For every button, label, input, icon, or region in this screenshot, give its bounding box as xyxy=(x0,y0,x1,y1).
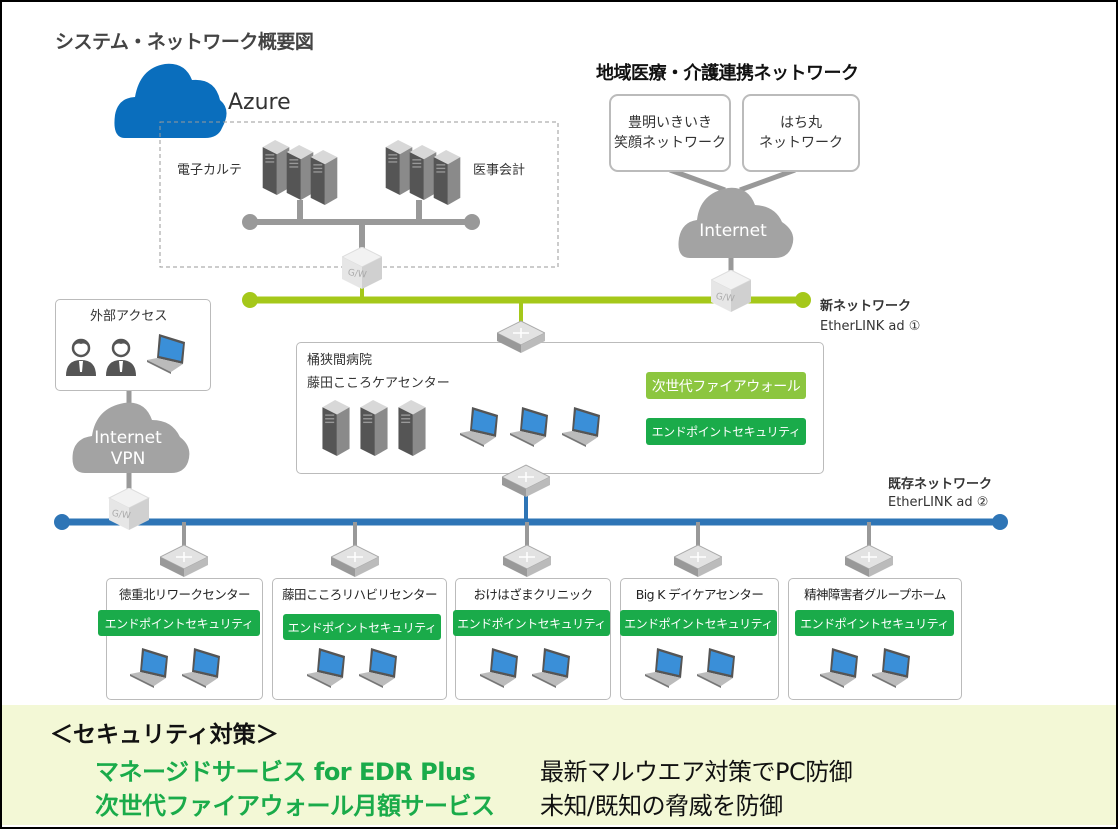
router-icon xyxy=(160,544,208,578)
hospital-name: 桶狭間病院 xyxy=(307,353,373,368)
vpn-cloud-line: Internet xyxy=(94,428,162,448)
site-box xyxy=(620,578,779,700)
internet-cloud-icon xyxy=(678,187,794,258)
endpoint-security-badge: エンドポイントセキュリティ xyxy=(795,610,954,636)
router-icon xyxy=(845,544,893,578)
site-box xyxy=(788,578,962,700)
endpoint-security-badge: エンドポイントセキュリティ xyxy=(620,610,777,636)
endpoint-security-badge: エンドポイントセキュリティ xyxy=(646,418,806,445)
azure-bus xyxy=(242,200,480,255)
internet-vpn-cloud-label: Internet VPN xyxy=(82,428,174,470)
regional-network-title: 地域医療・介護連携ネットワーク xyxy=(596,63,859,84)
hospital-center-name: 藤田こころケアセンター xyxy=(307,376,450,391)
endpoint-security-badge: エンドポイントセキュリティ xyxy=(453,610,610,636)
user-icon xyxy=(106,338,136,376)
regional-network-name: ネットワーク xyxy=(759,135,843,151)
laptop-icon xyxy=(130,648,168,688)
site-name: 精神障害者グループホーム xyxy=(804,587,946,602)
endpoint-security-badge: エンドポイントセキュリティ xyxy=(98,610,260,636)
regional-network-name: 笑顔ネットワーク xyxy=(614,135,726,151)
site-box xyxy=(455,578,611,700)
firewall-badge: 次世代ファイアウォール xyxy=(646,372,806,399)
security-service: 次世代ファイアウォール月額サービス xyxy=(95,792,495,820)
router-icon xyxy=(331,544,379,578)
gateway-icon: G/W xyxy=(108,488,150,530)
hospital-server-icon xyxy=(322,400,426,456)
page-title: システム・ネットワーク概要図 xyxy=(55,31,314,53)
laptop-icon xyxy=(147,334,185,374)
existing-network-product: EtherLINK ad ② xyxy=(888,495,989,510)
site-name: Big K デイケアセンター xyxy=(635,587,764,602)
internet-cloud-label: Internet xyxy=(699,221,767,241)
security-description: 最新マルウエア対策でPC防御 xyxy=(540,758,853,786)
gateway-icon: G/W xyxy=(711,270,751,312)
existing-network-name: 既存ネットワーク xyxy=(888,477,993,492)
new-network-name: 新ネットワーク xyxy=(820,299,912,314)
regional-network-box: 豊明いきいき 笑顔ネットワーク xyxy=(609,94,731,172)
azure-cloud-icon xyxy=(114,63,227,138)
security-service: マネージドサービス for EDR Plus xyxy=(95,758,476,786)
laptop-icon xyxy=(872,648,910,688)
laptop-icon xyxy=(359,648,397,688)
user-icon xyxy=(66,338,96,376)
endpoint-security-badge: エンドポイントセキュリティ xyxy=(283,614,441,640)
new-network-product: EtherLINK ad ① xyxy=(820,319,921,334)
laptop-icon xyxy=(562,407,600,447)
site-name: 徳重北リワークセンター xyxy=(119,587,251,602)
laptop-icon xyxy=(182,648,220,688)
security-measures-panel: ＜セキュリティ対策＞ マネージドサービス for EDR Plus 最新マルウエ… xyxy=(2,705,1116,825)
router-icon xyxy=(674,544,722,578)
security-heading: ＜セキュリティ対策＞ xyxy=(50,722,279,748)
regional-network-name: はち丸 xyxy=(780,115,822,131)
regional-network-box: はち丸 ネットワーク xyxy=(742,94,860,172)
laptop-icon xyxy=(532,648,570,688)
internet-vpn-cloud-icon xyxy=(72,402,190,473)
svg-text:G/W: G/W xyxy=(715,292,735,305)
router-icon xyxy=(503,544,551,578)
svg-text:G/W: G/W xyxy=(347,268,367,281)
new-network-line xyxy=(242,280,811,325)
router-icon xyxy=(502,464,550,498)
router-icon xyxy=(497,320,545,354)
existing-network-line xyxy=(54,490,1008,530)
site-name: おけはざまクリニック xyxy=(473,587,593,602)
laptop-icon xyxy=(510,407,548,447)
laptop-icon xyxy=(820,648,858,688)
vpn-cloud-line: VPN xyxy=(110,449,146,469)
azure-label: Azure xyxy=(228,90,291,115)
svg-text:G/W: G/W xyxy=(111,509,131,522)
site-box xyxy=(106,578,263,700)
regional-network-name: 豊明いきいき xyxy=(628,115,712,131)
laptop-icon xyxy=(645,648,683,688)
site-laptops xyxy=(130,648,910,688)
billing-label: 医事会計 xyxy=(473,163,526,178)
security-description: 未知/既知の脅威を防御 xyxy=(540,792,783,820)
site-name: 藤田こころリハビリセンター xyxy=(282,587,437,602)
laptop-icon xyxy=(307,648,345,688)
gateway-icon: G/W xyxy=(342,247,382,289)
laptop-icon xyxy=(697,648,735,688)
external-access-title: 外部アクセス xyxy=(90,309,168,324)
laptop-icon xyxy=(460,407,498,447)
laptop-icon xyxy=(480,648,518,688)
emr-label: 電子カルテ xyxy=(177,163,243,178)
